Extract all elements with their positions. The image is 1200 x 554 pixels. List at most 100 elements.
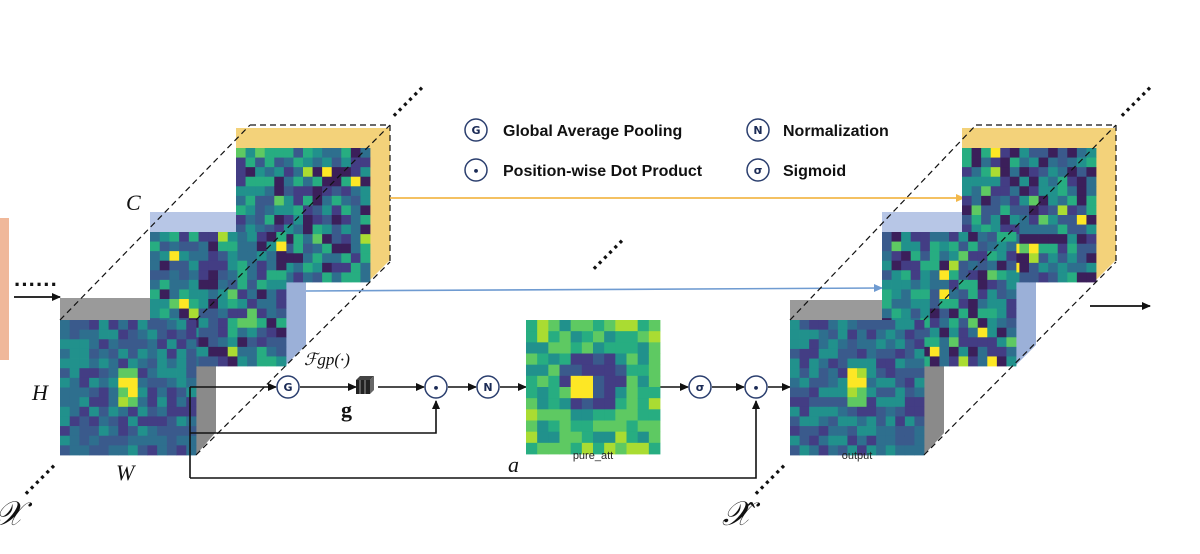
heatmap-cell	[283, 176, 294, 187]
heatmap-cell	[799, 445, 810, 456]
heatmap-cell	[89, 435, 100, 446]
heatmap-cell	[790, 387, 800, 398]
legend-norm-icon	[746, 118, 770, 142]
heatmap-cell	[1067, 224, 1078, 235]
heatmap-cell	[799, 387, 810, 398]
heatmap-cell	[169, 251, 180, 262]
heatmap-cell	[1076, 215, 1087, 225]
heatmap-cell	[1076, 224, 1087, 235]
heatmap-cell	[157, 339, 168, 350]
heatmap-cell	[837, 397, 848, 408]
heatmap-cell	[977, 289, 988, 300]
heatmap-cell	[331, 272, 342, 283]
heatmap-cell	[198, 270, 209, 281]
heatmap-cell	[360, 215, 371, 225]
heatmap-cell	[949, 337, 959, 348]
heatmap-cell	[60, 426, 71, 437]
heatmap-cell	[526, 387, 538, 399]
heatmap-cell	[208, 327, 219, 338]
heatmap-cell	[790, 406, 800, 417]
heatmap-cell	[227, 270, 238, 281]
heatmap-cell	[981, 157, 992, 168]
heatmap-cell	[987, 318, 998, 329]
heatmap-cell	[548, 420, 560, 433]
heatmap-cell	[166, 320, 177, 331]
heatmap-cell	[218, 318, 229, 329]
heatmap-cell	[548, 320, 560, 332]
heatmap-cell	[237, 346, 248, 357]
heatmap-cell	[570, 387, 583, 399]
heatmap-cell	[648, 342, 661, 354]
heatmap-cell	[341, 253, 352, 264]
heatmap-cell	[350, 205, 361, 216]
heatmap-cell	[150, 251, 161, 262]
heatmap-cell	[312, 148, 323, 158]
heatmap-cell	[581, 375, 594, 388]
heatmap-cell	[218, 356, 229, 367]
heatmap-cell	[537, 364, 549, 377]
heatmap-cell	[256, 279, 267, 290]
heatmap-cell	[847, 377, 858, 388]
heatmap-cell	[593, 364, 605, 377]
heatmap-cell	[939, 337, 950, 348]
heatmap-cell	[847, 435, 858, 446]
heatmap-cell	[939, 279, 950, 290]
heatmap-cell	[188, 260, 199, 271]
heatmap-cell	[208, 356, 219, 367]
heatmap-cell	[968, 251, 979, 262]
heatmap-cell	[266, 346, 277, 357]
heatmap-cell	[176, 406, 187, 417]
heatmap-cell	[157, 426, 168, 437]
heatmap-cell	[264, 148, 275, 158]
heatmap-cell	[303, 243, 313, 254]
label-function: ℱgp(·)	[304, 350, 350, 369]
heatmap-cell	[166, 387, 177, 398]
heatmap-cell	[256, 260, 267, 271]
heatmap-cell	[150, 270, 161, 281]
heatmap-cell	[876, 358, 887, 369]
heatmap-cell	[227, 337, 238, 348]
heatmap-cell	[914, 397, 925, 408]
heatmap-cell	[939, 356, 950, 367]
heatmap-cell	[118, 406, 129, 417]
heatmap-cell	[885, 426, 896, 437]
heatmap-cell	[559, 353, 572, 366]
op-sigmoid: σ	[688, 375, 712, 399]
heatmap-cell	[157, 387, 168, 398]
heatmap-cell	[548, 409, 560, 421]
heatmap-cell	[648, 364, 661, 377]
heatmap-cell	[283, 215, 294, 225]
heatmap-cell	[186, 435, 197, 446]
heatmap-cell	[79, 377, 90, 388]
heatmap-cell	[341, 205, 352, 216]
heatmap-cell	[128, 377, 139, 388]
heatmap-cell	[159, 299, 170, 309]
heatmap-cell	[137, 368, 148, 379]
heatmap-cell	[188, 289, 199, 300]
legend-pool-icon	[464, 118, 488, 142]
heatmap-cell	[1057, 176, 1068, 187]
heatmap-cell	[341, 262, 352, 273]
heatmap-cell	[581, 431, 594, 444]
heatmap-cell	[891, 289, 902, 300]
heatmap-cell	[322, 157, 333, 168]
heatmap-cell	[996, 270, 1007, 281]
heatmap-cell	[799, 435, 810, 446]
legend-norm-label: Normalization	[783, 123, 889, 140]
heatmap-cell	[818, 397, 829, 408]
heatmap-cell	[904, 348, 915, 359]
heatmap-cell	[537, 442, 549, 455]
heatmap-cell	[218, 241, 229, 252]
heatmap-cell	[198, 346, 209, 357]
heatmap-cell	[615, 420, 627, 433]
heatmap-cell	[137, 320, 148, 331]
heatmap-cell	[137, 348, 148, 359]
heatmap-cell	[581, 364, 594, 377]
heatmap-cell	[198, 260, 209, 271]
heatmap-cell	[570, 409, 583, 421]
heatmap-cell	[331, 167, 342, 178]
heatmap-cell	[818, 339, 829, 350]
heatmap-cell	[949, 308, 959, 319]
heatmap-cell	[981, 167, 992, 178]
heatmap-cell	[256, 289, 267, 300]
